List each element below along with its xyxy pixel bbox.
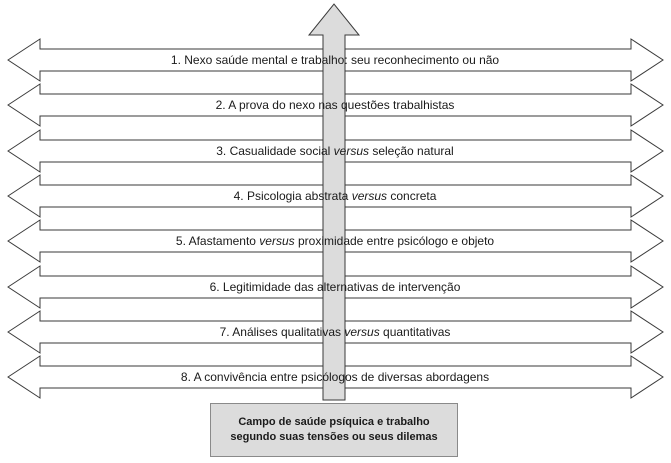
tension-number: 2. bbox=[216, 98, 229, 112]
tension-text: Psicologia abstrata bbox=[247, 189, 352, 203]
tension-text: Afastamento bbox=[189, 234, 260, 248]
tension-text: A prova do nexo nas questões trabalhista… bbox=[228, 98, 454, 112]
tension-text: Legitimidade das alternativas de interve… bbox=[223, 280, 461, 294]
caption-line-2: segundo suas tensões ou seus dilemas bbox=[230, 431, 438, 443]
tension-label-7: 7. Análises qualitativas versus quantita… bbox=[220, 325, 451, 339]
tension-italic-text: versus bbox=[334, 144, 369, 158]
tension-text: concreta bbox=[387, 189, 437, 203]
tension-label-1: 1. Nexo saúde mental e trabalho: seu rec… bbox=[171, 53, 500, 67]
tension-labels-layer: 1. Nexo saúde mental e trabalho: seu rec… bbox=[171, 53, 500, 384]
tension-label-8: 8. A convivência entre psicólogos de div… bbox=[181, 370, 489, 384]
tension-number: 8. bbox=[181, 370, 194, 384]
tension-number: 3. bbox=[216, 144, 229, 158]
caption-line-1: Campo de saúde psíquica e trabalho bbox=[238, 416, 430, 428]
tension-text: A convivência entre psicólogos de divers… bbox=[194, 370, 490, 384]
tension-italic-text: versus bbox=[344, 325, 379, 339]
central-up-arrow bbox=[307, 3, 361, 401]
tension-label-3: 3. Casualidade social versus seleção nat… bbox=[216, 144, 453, 158]
tension-label-6: 6. Legitimidade das alternativas de inte… bbox=[210, 280, 461, 294]
tension-text: quantitativas bbox=[380, 325, 451, 339]
tension-text: seleção natural bbox=[369, 144, 454, 158]
tension-italic-text: versus bbox=[259, 234, 294, 248]
tension-label-2: 2. A prova do nexo nas questões trabalhi… bbox=[216, 98, 455, 112]
tension-number: 6. bbox=[210, 280, 223, 294]
tension-text: Análises qualitativas bbox=[232, 325, 344, 339]
tension-number: 7. bbox=[220, 325, 233, 339]
tension-italic-text: versus bbox=[352, 189, 387, 203]
tension-number: 1. bbox=[171, 53, 184, 67]
tension-text: proximidade entre psicólogo e objeto bbox=[295, 234, 495, 248]
tension-text: Nexo saúde mental e trabalho: seu reconh… bbox=[184, 53, 499, 67]
tension-label-5: 5. Afastamento versus proximidade entre … bbox=[176, 234, 495, 248]
caption-box: Campo de saúde psíquica e trabalho segun… bbox=[210, 403, 458, 457]
tension-label-4: 4. Psicologia abstrata versus concreta bbox=[234, 189, 437, 203]
tension-text: Casualidade social bbox=[230, 144, 334, 158]
tension-number: 4. bbox=[234, 189, 247, 203]
tension-number: 5. bbox=[176, 234, 189, 248]
